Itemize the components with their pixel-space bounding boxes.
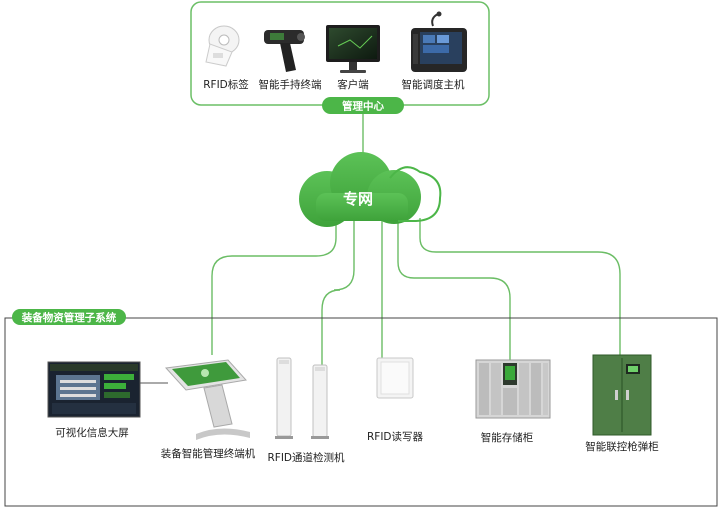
kiosk-terminal-label: 装备智能管理终端机: [161, 447, 256, 460]
client-label: 客户端: [337, 78, 369, 91]
storage-cabinet-icon: [475, 359, 551, 419]
rfid-gate-icon: [275, 357, 329, 439]
dispatch-console-icon: [411, 11, 467, 72]
management-center-tag: 管理中心: [342, 100, 384, 113]
rfid-tag-label: RFID标签: [203, 78, 249, 91]
gun-cabinet-label: 智能联控枪弹柜: [585, 440, 659, 453]
link-kiosk: [211, 218, 337, 355]
subsystem-box: [4, 317, 718, 507]
link-storage: [397, 218, 511, 360]
subsystem-tag: 装备物资管理子系统: [21, 311, 117, 324]
link-gun-cabinet: [419, 218, 621, 355]
handheld-scanner-icon: [264, 30, 305, 72]
display-screen-label: 可视化信息大屏: [55, 426, 129, 439]
rfid-tag-roll-icon: [205, 25, 240, 67]
gun-cabinet-icon: [592, 354, 652, 436]
rfid-reader-icon: [376, 357, 414, 399]
handheld-terminal-label: 智能手持终端: [259, 78, 322, 91]
link-gate: [321, 218, 355, 365]
kiosk-terminal-icon: [164, 359, 250, 440]
cloud-icon: [299, 152, 442, 227]
connection-lines: [211, 110, 621, 365]
desktop-monitor-icon: [326, 25, 380, 73]
rfid-gate-label: RFID通道检测机: [267, 451, 345, 464]
network-label: 专网: [343, 190, 373, 208]
management-center-tag-bg: [322, 97, 404, 114]
display-screen-icon: [47, 361, 141, 418]
storage-cabinet-label: 智能存储柜: [481, 431, 534, 444]
rfid-reader-label: RFID读写器: [367, 430, 424, 443]
dispatch-host-label: 智能调度主机: [402, 78, 465, 91]
subsystem-tag-bg: [12, 309, 126, 325]
